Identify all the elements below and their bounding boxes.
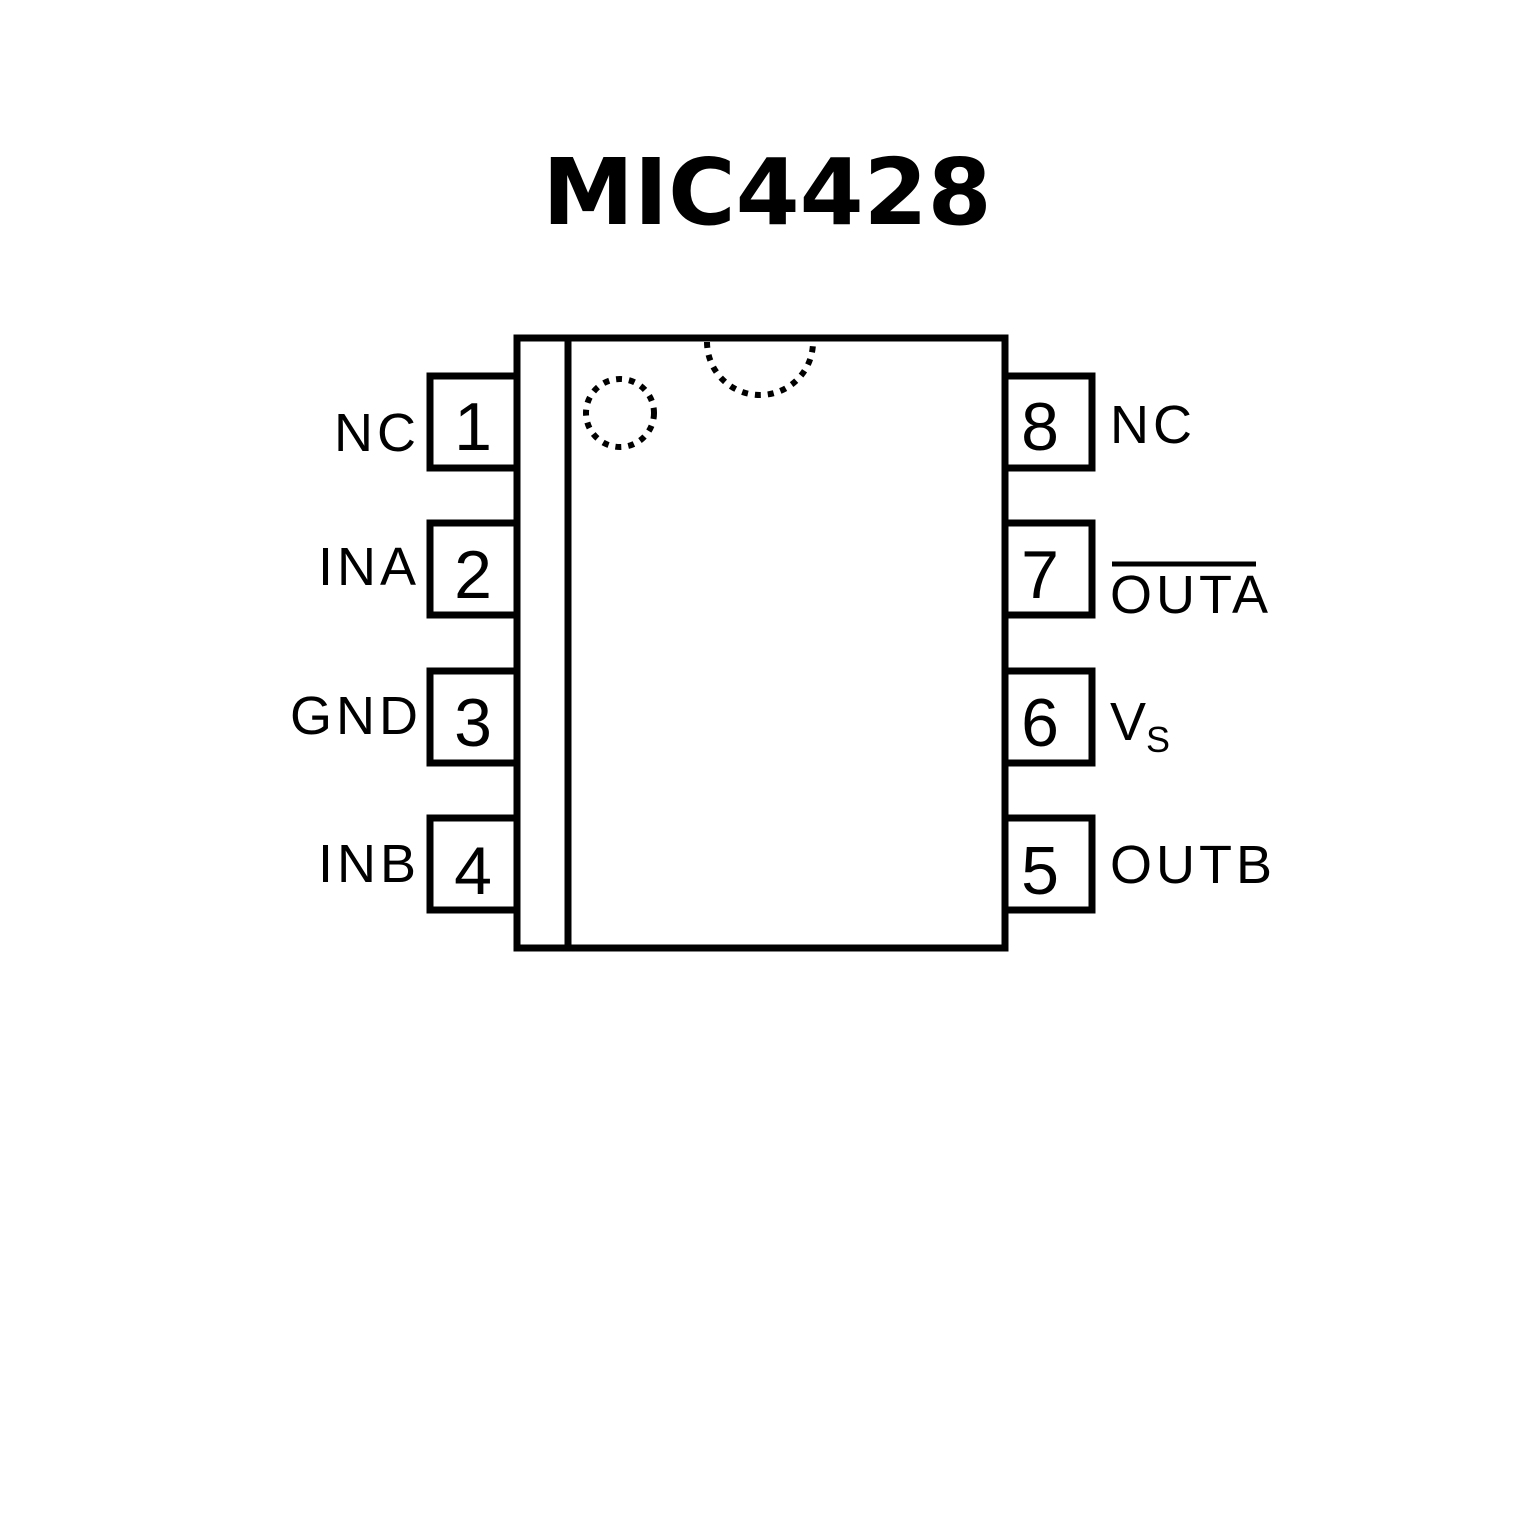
pin-6: 6 V S [1001,667,1170,767]
pin-label: GND [290,686,422,746]
chip-body [513,334,1009,952]
orientation-notch [704,341,816,398]
pin-3: 3 GND [290,667,521,767]
pin-7: 7 OUTA [1001,519,1272,625]
pin-label: OUTB [1110,835,1276,895]
pin-number: 3 [454,685,492,761]
pin-label: NC [334,403,420,463]
pin-2: 2 INA [318,519,521,619]
pin-label: V [1110,692,1150,752]
chip-title: MIC4428 [542,139,991,246]
pin-label: NC [1110,395,1196,455]
pin-label: OUTA [1110,565,1272,625]
pin-number: 4 [454,833,492,909]
pin-5: 5 OUTB [1001,814,1276,914]
pin-number: 5 [1021,833,1059,909]
pin-4: 4 INB [318,814,521,914]
pin-number: 2 [454,537,492,613]
pin-label: INA [318,537,420,597]
pin-label: INB [318,834,420,894]
pin-1: 1 NC [334,372,521,472]
pin-label-subscript: S [1146,719,1170,760]
pin-number: 6 [1021,685,1059,761]
pin-number: 7 [1021,537,1059,613]
pin-number: 8 [1021,389,1059,465]
pin-8: 8 NC [1001,372,1196,472]
pin1-marker-dot [583,376,657,450]
pin-number: 1 [454,389,492,465]
